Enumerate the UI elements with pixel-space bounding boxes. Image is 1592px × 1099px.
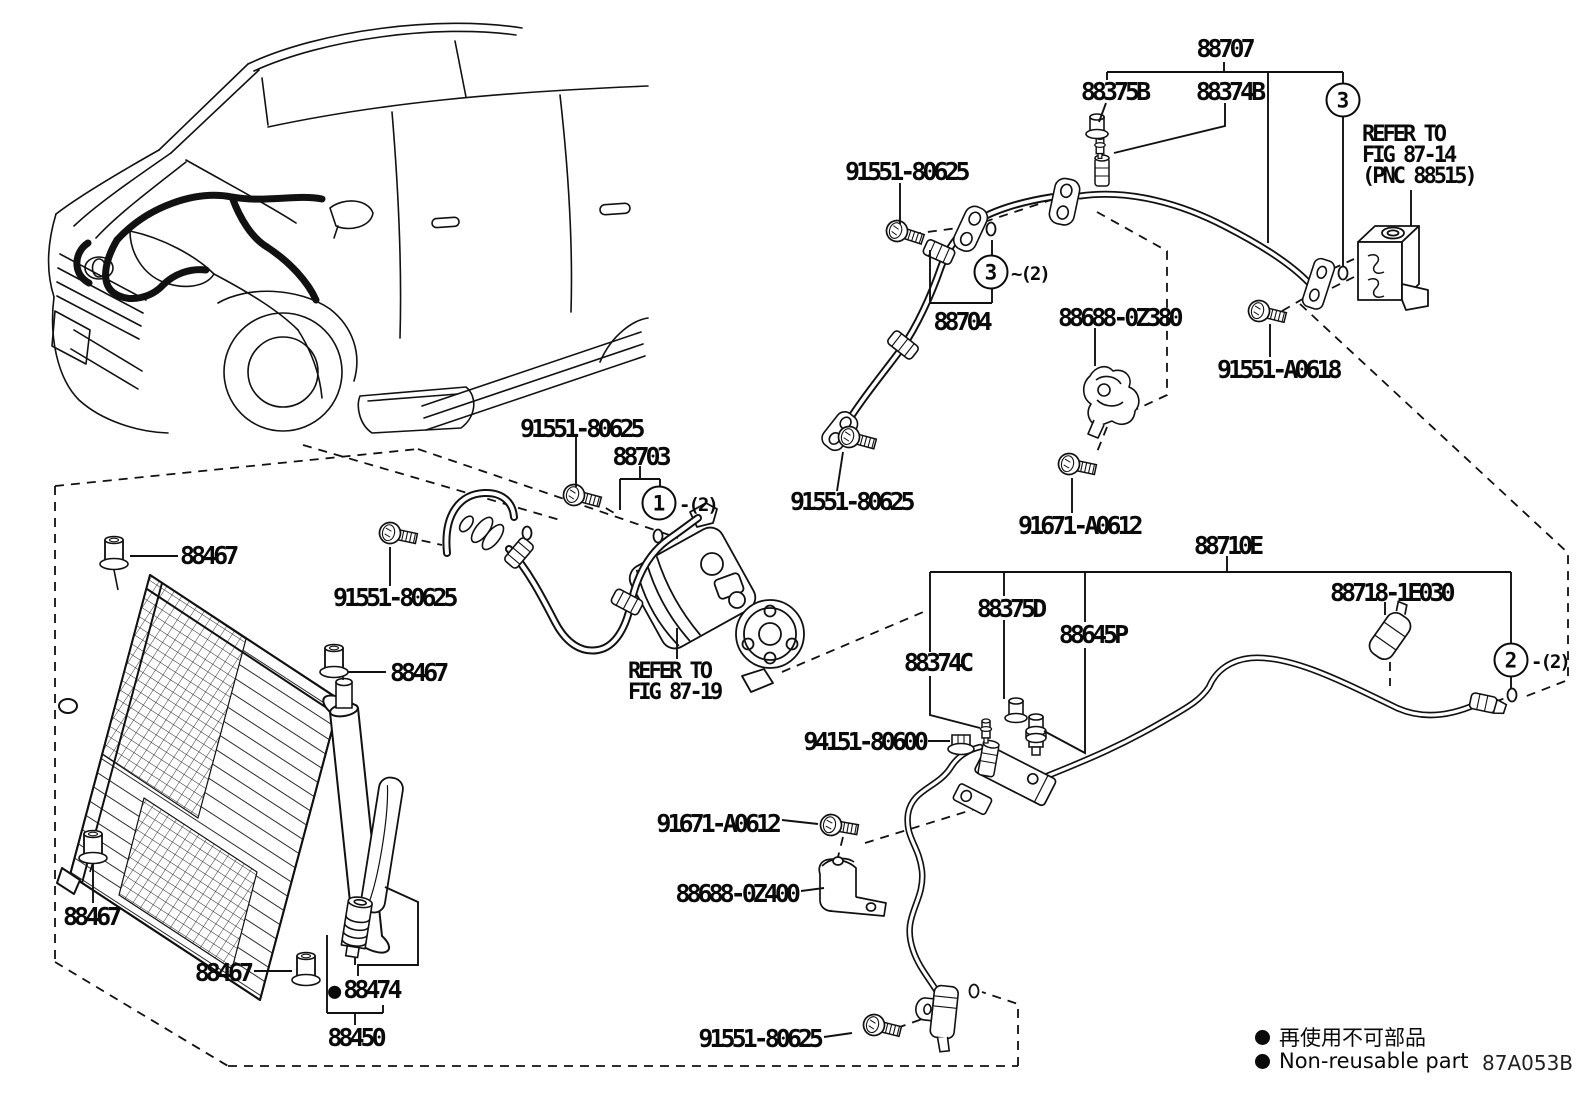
non-reusable-bullet-icon [1255, 1029, 1270, 1045]
bracket-88688-0Z400 [818, 856, 887, 917]
refer-note-line: FIG 87-19 [628, 680, 723, 705]
part-label: 88710E [1193, 531, 1264, 560]
refer-note-line: FIG 87-14 [1362, 143, 1457, 168]
bolt-91671-A0612 [1055, 450, 1099, 481]
refer-note-line: REFER TO [628, 659, 713, 684]
callout-quantity: -(2) [679, 494, 719, 516]
callout-circle: 2 [1493, 642, 1529, 678]
charge-valve [1094, 154, 1110, 187]
sensor-88645P [1025, 713, 1047, 756]
part-label: 91551-80625 [333, 583, 459, 612]
part-label: 88375D [976, 594, 1047, 623]
refer-note-line: REFER TO [1362, 122, 1447, 147]
part-label: 88704 [933, 307, 992, 336]
callout-circle: 3 [973, 254, 1009, 290]
dashed-zone-lines [54, 199, 1569, 1067]
callout-quantity: ~(2) [1011, 263, 1051, 285]
non-reusable-bullet-icon [1255, 1053, 1270, 1069]
bolt-91671-A0612 [817, 811, 861, 841]
clamp-88688-0Z380 [1082, 365, 1140, 439]
part-label: 91671-A0612 [656, 809, 782, 838]
bolt-91551-80625 [376, 519, 420, 550]
pipe-88710E [904, 654, 1508, 1053]
bolt-91551-80625 [560, 481, 604, 513]
part-label: 91671-A0612 [1018, 511, 1144, 540]
legend-jp-text: 再使用不可部品 [1279, 1026, 1426, 1050]
legend-en-text: Non-reusable part [1279, 1049, 1469, 1073]
part-label: 88707 [1196, 34, 1255, 63]
part-label: 91551-80625 [845, 157, 971, 186]
compressor [628, 502, 805, 693]
car-illustration [47, 22, 649, 434]
part-label: 88703 [612, 442, 671, 471]
part-label: 88374C [903, 648, 974, 677]
part-label: 88688-0Z380 [1058, 303, 1184, 332]
expansion-valve [1357, 225, 1429, 311]
legend-non-reusable-jp: 再使用不可部品 [1255, 1022, 1426, 1052]
callout-circle: 1 [641, 485, 677, 521]
condenser [56, 569, 404, 1001]
engine-bay-ac-hose-highlight [73, 191, 326, 304]
clamp-88718-1E030 [1368, 600, 1412, 661]
pipe-bottom-fitting [915, 984, 959, 1053]
cap-88375D [1004, 697, 1028, 724]
pipe-88707 [1048, 113, 1336, 310]
core-88374C [979, 718, 993, 744]
non-reusable-bullet-icon: ● [328, 979, 342, 1004]
part-label: 88718-1E030 [1330, 578, 1456, 607]
part-label: 88375B [1080, 77, 1151, 106]
bolts [376, 216, 1289, 1043]
part-label: 88374B [1195, 77, 1266, 106]
figure-code: 87A053B [1482, 1051, 1574, 1075]
callout-quantity: -(2) [1531, 651, 1571, 673]
bolt-91551-80625 [882, 216, 927, 251]
part-label: 88467 [194, 958, 254, 987]
filter-88474 [340, 896, 373, 959]
legend-non-reusable-en: Non-reusable part [1255, 1049, 1468, 1073]
part-label: 88688-0Z400 [675, 879, 801, 908]
part-label: 88467 [63, 902, 122, 931]
part-label: 91551-A0618 [1217, 355, 1343, 384]
part-label: 91551-80625 [520, 414, 646, 443]
callout-circle: 3 [1325, 82, 1361, 118]
part-label: 94151-80600 [803, 727, 929, 756]
part-label: 88645P [1058, 620, 1129, 649]
hose-88703 [442, 488, 702, 655]
bolt-91551-80625 [860, 1011, 904, 1043]
part-label: ●88474 [328, 975, 403, 1004]
part-label: 88467 [390, 658, 449, 687]
refer-note-line: (PNC 88515) [1362, 164, 1478, 189]
part-label: 88467 [180, 541, 239, 570]
pipe-end-fitting [1468, 692, 1508, 715]
part-label: 91551-80625 [698, 1024, 824, 1053]
part-label: 91551-80625 [790, 487, 916, 516]
part-number-text: 88474 [343, 975, 402, 1004]
leader-lines [92, 62, 1512, 1038]
part-label: 88450 [327, 1023, 386, 1052]
bolt-91551-A0618 [1245, 297, 1289, 329]
nut-94151-80600 [947, 734, 975, 756]
condenser-mesh [101, 574, 258, 970]
